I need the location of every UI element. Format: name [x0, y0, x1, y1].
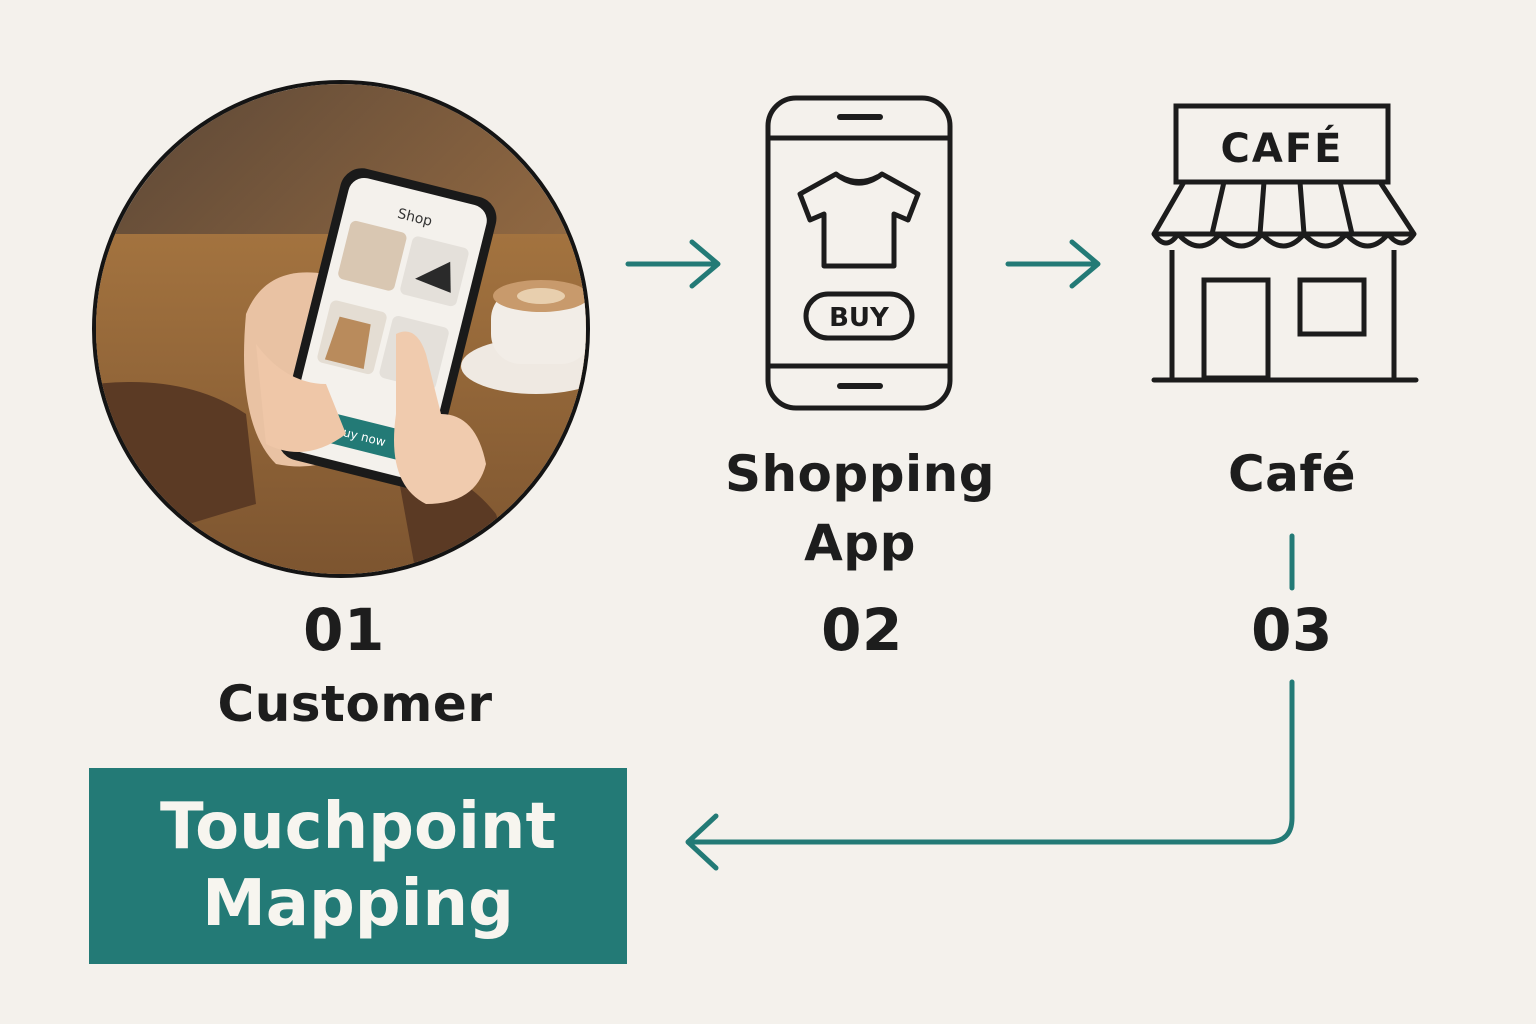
arrow-right-icon: [625, 239, 721, 289]
banner-line-2: Mapping: [202, 867, 514, 941]
phone-shirt-buy-icon: BUY: [765, 95, 953, 411]
cafe-sign-text: CAFÉ: [1221, 124, 1344, 172]
step-label-customer: Customer: [217, 675, 493, 733]
return-connector-arrow: [685, 533, 1295, 871]
touchpoint-mapping-banner: Touchpoint Mapping: [89, 768, 627, 964]
banner-line-1: Touchpoint: [159, 790, 557, 865]
arrow-right-icon: [1005, 239, 1101, 289]
step-number-03: 03: [1251, 596, 1333, 664]
cafe-storefront-icon: CAFÉ: [1151, 103, 1419, 383]
customer-photo: Shop Buy now: [92, 80, 590, 578]
step-number-01: 01: [303, 596, 385, 664]
step-number-02: 02: [821, 596, 903, 664]
step-label-shopping-app: Shopping App: [724, 445, 996, 572]
step-label-cafe: Café: [1227, 445, 1357, 503]
buy-button-label: BUY: [829, 303, 890, 333]
